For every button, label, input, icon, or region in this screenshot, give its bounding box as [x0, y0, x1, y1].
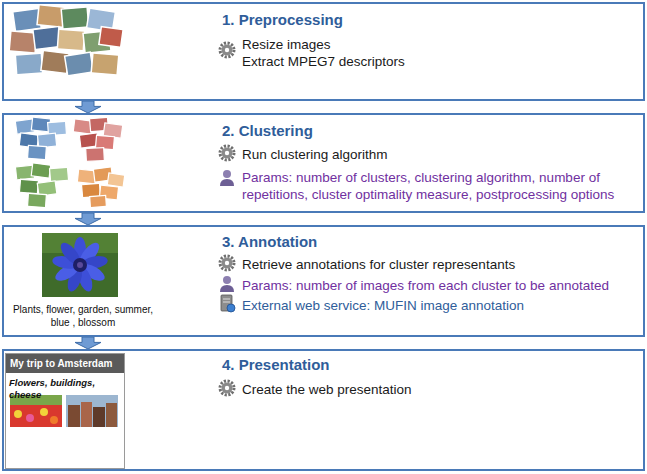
web-page-box: My trip to AmsterdamFlowers, buildings, …	[5, 353, 125, 469]
task-text: Resize images	[242, 36, 632, 53]
flow-arrow	[75, 101, 101, 113]
step-heading: 2. Clustering	[222, 122, 622, 140]
page-title: My trip to Amsterdam	[6, 354, 124, 373]
param-text: Params: number of clusters, clustering a…	[242, 169, 637, 203]
step-heading: 3. Annotation	[222, 233, 622, 251]
arrow-shape	[75, 337, 101, 349]
annotation-keywords: Plants, flower, garden, summer, blue , b…	[8, 303, 158, 329]
flow-arrow	[75, 213, 101, 225]
process-panel: 3. AnnotationRetrieve annotations for cl…	[2, 225, 645, 337]
task-text: Extract MPEG7 descriptors	[242, 53, 632, 70]
photo-collage	[9, 5, 123, 76]
process-panel: 1. PreprocessingResize imagesExtract MPE…	[2, 2, 645, 101]
process-icons	[220, 43, 235, 395]
process-panel: 2. ClusteringRun clustering algorithmPar…	[2, 113, 645, 213]
step-heading: 1. Preprocessing	[222, 11, 622, 29]
image-clusters	[15, 117, 125, 208]
arrow-shape	[75, 101, 101, 113]
flower-photo	[42, 233, 118, 297]
task-text: Create the web presentation	[242, 381, 632, 398]
web-page-mockup	[5, 353, 123, 468]
step-heading: 4. Presentation	[222, 356, 622, 374]
flow-arrow	[75, 337, 101, 349]
task-text: Retrieve annotations for cluster represe…	[242, 256, 637, 273]
task-text: Run clustering algorithm	[242, 146, 632, 163]
service-text: External web service: MUFIN image annota…	[242, 297, 637, 314]
param-text: Params: number of images from each clust…	[242, 277, 637, 294]
process-panel: My trip to AmsterdamFlowers, buildings, …	[2, 349, 645, 471]
arrow-shape	[75, 213, 101, 225]
page-subtitle: Flowers, buildings, cheese	[9, 377, 121, 401]
